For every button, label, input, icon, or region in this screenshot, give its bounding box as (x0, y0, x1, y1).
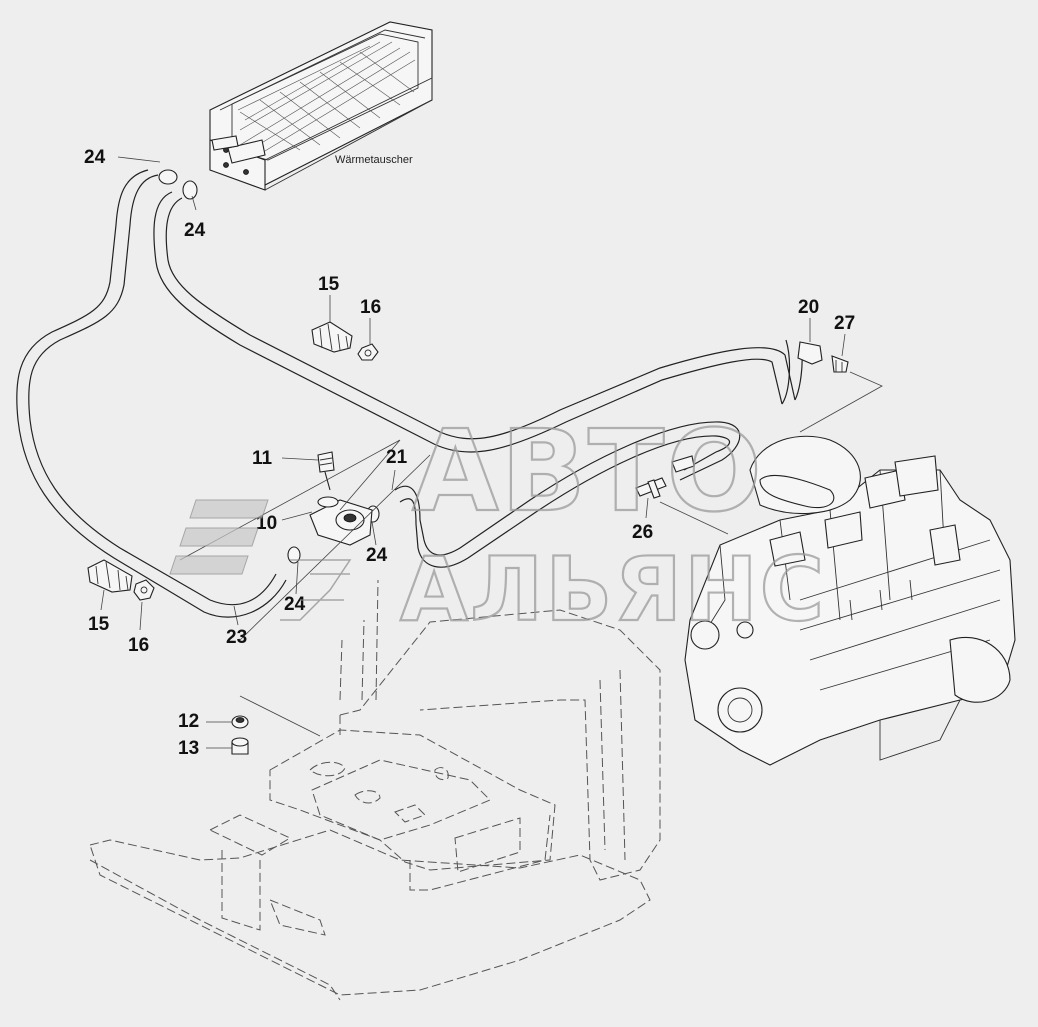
label-15-upper: 15 (318, 274, 340, 295)
heat-exchanger-label: Wärmetauscher (335, 154, 413, 166)
label-24-top: 24 (184, 220, 206, 241)
label-23: 23 (226, 627, 247, 648)
label-24-lower: 24 (284, 594, 306, 615)
label-12: 12 (178, 711, 199, 732)
watermark-line1: АВТО (412, 407, 764, 537)
fitting-15-lower (87, 559, 155, 601)
leader-lines (100, 156, 883, 749)
label-27: 27 (834, 313, 855, 334)
watermark: АВТО АЛЬЯНС (169, 406, 826, 642)
watermark-line2: АЛЬЯНС (400, 538, 826, 641)
label-24-top-left: 24 (84, 147, 106, 168)
hose-clamps (158, 169, 380, 564)
engine (684, 435, 1016, 766)
hose-lines (16, 169, 803, 618)
label-20: 20 (798, 297, 819, 318)
label-16-lower: 16 (128, 635, 149, 656)
fitting-20-27 (797, 341, 849, 373)
label-13: 13 (178, 738, 199, 759)
label-26: 26 (632, 522, 653, 543)
valve-assembly (309, 451, 373, 546)
label-16-upper: 16 (360, 297, 381, 318)
machine-frame (89, 579, 661, 1001)
label-15-lower: 15 (88, 614, 110, 635)
fitting-15-upper (311, 321, 379, 361)
heat-exchanger (209, 21, 433, 191)
label-21: 21 (386, 447, 408, 468)
label-24-middle: 24 (366, 545, 388, 566)
nuts-12-13 (231, 715, 249, 755)
tee-piece-26 (635, 455, 695, 499)
label-11: 11 (252, 448, 273, 469)
watermark-logo-icon (169, 499, 352, 621)
part-labels: 24 24 15 16 20 27 11 21 10 24 26 24 23 1… (84, 147, 855, 759)
